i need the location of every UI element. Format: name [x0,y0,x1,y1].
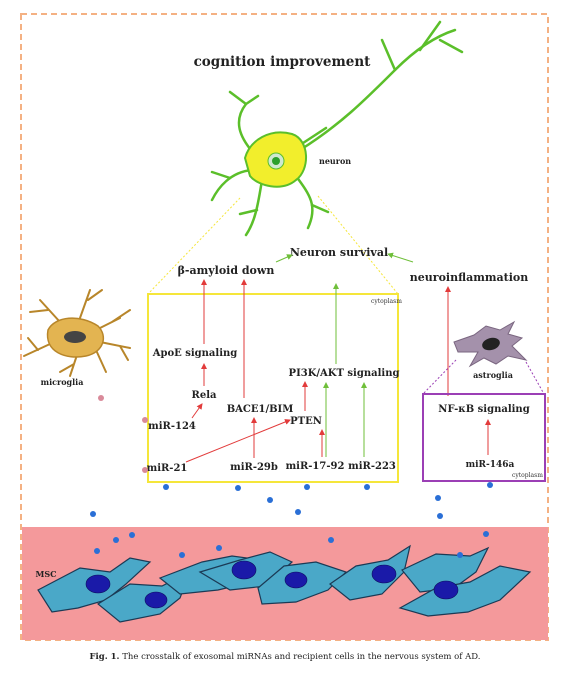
caption-fig-number: Fig. 1. [89,652,120,662]
pten-label: PTEN [290,416,322,427]
outer-dashed-border [20,13,549,641]
msc-label: MSC [36,569,57,579]
mir-146a-label: miR-146a [466,460,515,470]
mir-21-label: miR-21 [147,463,188,474]
mir-29b-label: miR-29b [230,462,278,473]
astroglia-nucleus [482,337,500,351]
pink-exosomes [98,395,148,473]
mir-223-label: miR-223 [348,461,396,472]
zoom-line-right [317,195,399,295]
cytoplasm-label-astro: cytoplasm [512,472,543,479]
blue-exosomes [90,482,493,558]
pi3k-akt-label: PI3K/AKT signaling [289,368,400,379]
astro-zoom-right [525,361,545,395]
arrow-mir21-to-pten [185,419,291,463]
astro-zoom-left [422,359,457,395]
astroglia-label: astroglia [473,370,513,380]
neuron-nucleolus [272,157,280,165]
neuroinflammation-label: neuroinflammation [410,271,528,284]
diagram-canvas: cognition improvement neuron Neuron surv… [20,13,549,641]
zoom-line-left [147,197,241,295]
msc-nuclei [85,560,459,609]
neuron-survival-label: Neuron survival [290,246,388,259]
apoe-signaling: ApoE signaling [152,348,238,359]
bace-bim-label: BACE1/BIM [227,404,294,415]
rela-label: Rela [192,390,217,401]
astroglia-cytoplasm-box [422,393,546,482]
arrow-amyloid-to-survival [275,254,293,263]
microglia-label: microglia [41,377,84,387]
microglia-nucleus [64,331,86,343]
neuron-cytoplasm-box [147,293,399,483]
mir-124-label: miR-124 [148,421,196,432]
nfkb-signaling-label: NF-κB signaling [438,404,529,415]
title-cognition: cognition improvement [194,54,372,70]
caption-text: The crosstalk of exosomal miRNAs and rec… [122,652,481,662]
cytoplasm-label-main: cytoplasm [371,298,402,305]
microglia-cell [23,289,131,377]
arrow-neuroinflam-to-survival [387,252,414,263]
figure-caption: Fig. 1. The crosstalk of exosomal miRNAs… [0,652,570,662]
arrow-mir124-to-rela [191,403,203,419]
neuron-label: neuron [319,156,351,166]
beta-amyloid-label: β-amyloid down [178,264,275,277]
mir-17-92-label: miR-17-92 [286,461,345,472]
